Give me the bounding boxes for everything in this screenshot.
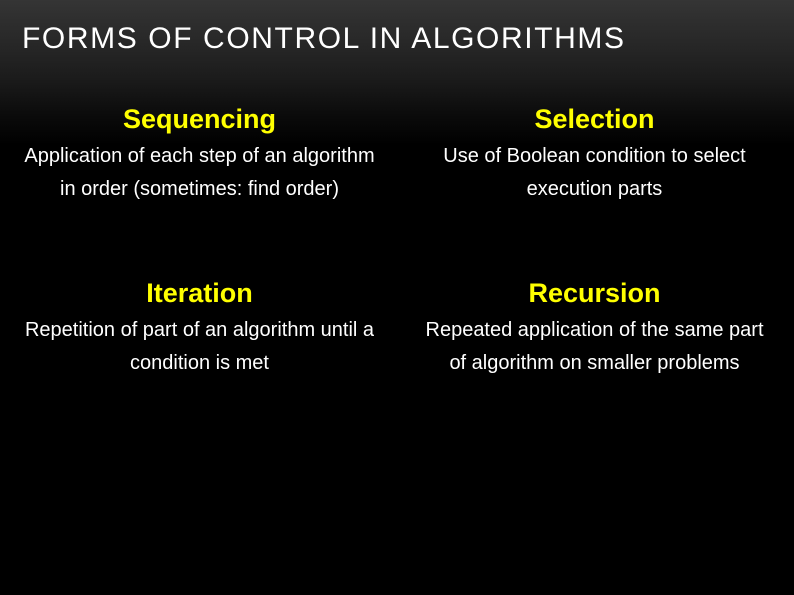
concept-body-iteration: Repetition of part of an algorithm until… xyxy=(24,319,375,374)
concepts-row-top: Sequencing Application of each step of a… xyxy=(0,104,794,206)
concept-heading-iteration: Iteration xyxy=(146,278,253,308)
concept-card-selection: Selection Use of Boolean condition to se… xyxy=(397,104,794,206)
concept-heading-selection: Selection xyxy=(534,104,655,134)
concept-body-sequencing: Application of each step of an algorithm… xyxy=(24,145,375,200)
concept-body-recursion: Repeated application of the same part of… xyxy=(425,319,764,374)
concept-heading-sequencing: Sequencing xyxy=(122,104,277,134)
concept-card-iteration: Iteration Repetition of part of an algor… xyxy=(0,278,397,380)
concept-card-sequencing: Sequencing Application of each step of a… xyxy=(0,104,397,206)
concept-heading-recursion: Recursion xyxy=(528,278,661,308)
page-title: FORMS OF CONTROL IN ALGORITHMS xyxy=(22,22,626,55)
concept-card-recursion: Recursion Repeated application of the sa… xyxy=(397,278,794,380)
concepts-row-bottom: Iteration Repetition of part of an algor… xyxy=(0,278,794,380)
concepts-grid: Sequencing Application of each step of a… xyxy=(0,104,794,380)
concept-body-selection: Use of Boolean condition to select execu… xyxy=(443,145,746,200)
